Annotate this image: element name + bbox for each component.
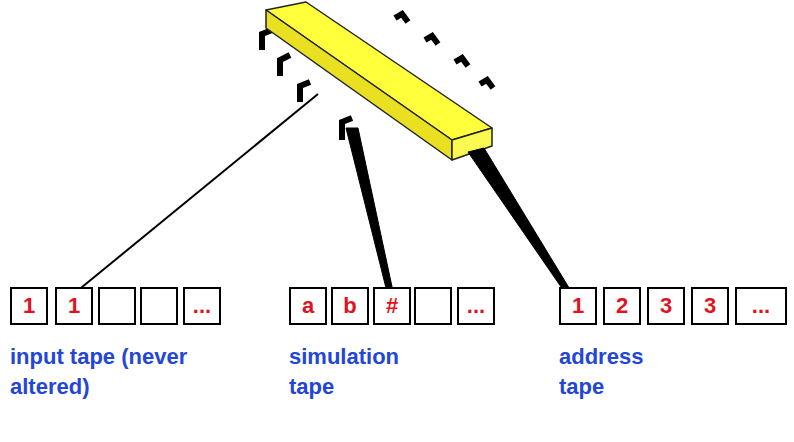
leg bbox=[455, 58, 468, 66]
cell-symbol: ... bbox=[193, 295, 211, 317]
cell-symbol: # bbox=[386, 295, 398, 317]
leg bbox=[280, 55, 290, 76]
head-links bbox=[76, 94, 574, 297]
tape-cell: a bbox=[289, 287, 327, 325]
cell-symbol: a bbox=[302, 295, 314, 317]
tape-cell: # bbox=[373, 287, 411, 325]
read-write-head bbox=[266, 2, 492, 160]
tape-cell: 3 bbox=[647, 287, 685, 325]
cell-symbol: ... bbox=[467, 295, 485, 317]
empty-cell bbox=[99, 288, 135, 324]
leg bbox=[480, 80, 493, 88]
leg bbox=[300, 82, 310, 102]
leg bbox=[395, 14, 408, 22]
tape-label: input tape (never altered) bbox=[10, 342, 188, 402]
tape-cell: 1 bbox=[559, 287, 597, 325]
cell-symbol: 1 bbox=[68, 295, 80, 317]
tape-cell: ... bbox=[457, 287, 495, 325]
tape-label: simulation tape bbox=[289, 342, 417, 402]
tape-cell: 1 bbox=[55, 287, 93, 325]
leg bbox=[262, 30, 272, 50]
head-link bbox=[346, 128, 394, 296]
cell-symbol: b bbox=[343, 295, 356, 317]
tape-label: address tape bbox=[559, 342, 671, 402]
tape-cell: 1 bbox=[10, 287, 48, 325]
leg bbox=[425, 36, 438, 44]
tape-cell: b bbox=[331, 287, 369, 325]
cell-symbol: 3 bbox=[704, 295, 716, 317]
cell-symbol: 3 bbox=[660, 295, 672, 317]
head-top bbox=[266, 2, 492, 140]
cell-symbol: ... bbox=[752, 295, 770, 317]
tape-cell: 2 bbox=[603, 287, 641, 325]
cell-symbol: 1 bbox=[23, 295, 35, 317]
cell-symbol: 2 bbox=[616, 295, 628, 317]
cell-symbol: 1 bbox=[572, 295, 584, 317]
empty-cells bbox=[99, 288, 451, 324]
tape-cell: ... bbox=[183, 287, 221, 325]
tape-cell: 3 bbox=[691, 287, 729, 325]
tape-cell: ... bbox=[735, 287, 787, 325]
head-link bbox=[76, 94, 318, 292]
head-link bbox=[468, 148, 574, 297]
empty-cell bbox=[141, 288, 177, 324]
empty-cell bbox=[415, 288, 451, 324]
